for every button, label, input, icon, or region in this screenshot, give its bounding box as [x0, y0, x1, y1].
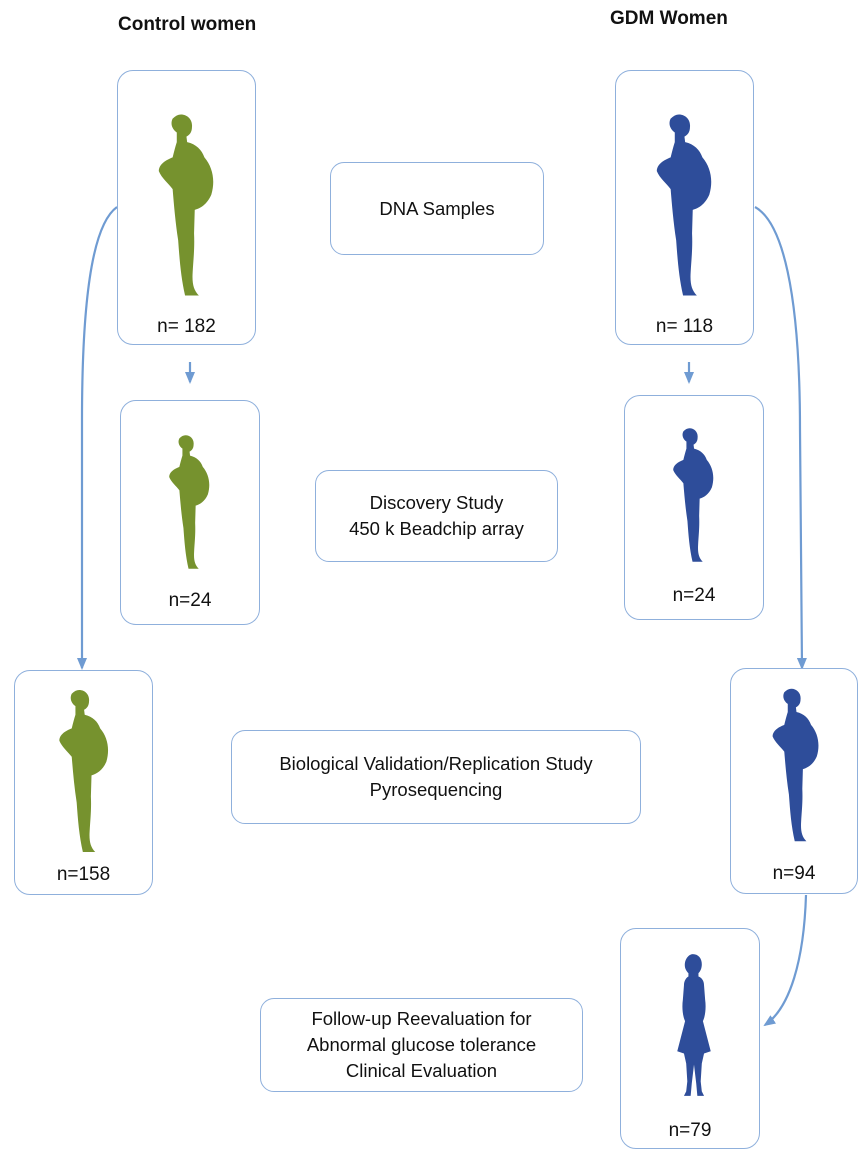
- stage-line: 450 k Beadchip array: [349, 518, 524, 539]
- gdm-followup-count: n=79: [668, 1120, 712, 1141]
- gdm-followup-card: n=79: [620, 928, 760, 1149]
- stage-line: Abnormal glucose tolerance: [306, 1034, 537, 1055]
- woman-silhouette-icon: [677, 954, 711, 1096]
- stage-line: Clinical Evaluation: [345, 1060, 498, 1081]
- gdm-women-header: GDM Women: [610, 8, 728, 29]
- stage-line: DNA Samples: [379, 197, 495, 219]
- pregnant-woman-silhouette-icon: [59, 690, 109, 852]
- control-women-header: Control women: [118, 14, 257, 35]
- control-discovery-card: n=24: [120, 400, 260, 625]
- control-validation-card: n=158: [14, 670, 153, 895]
- discovery-study-box: Discovery Study 450 k Beadchip array: [315, 470, 558, 562]
- gdm-discovery-count: n=24: [672, 585, 716, 606]
- pregnant-woman-silhouette-icon: [772, 688, 819, 842]
- control-dna-card: n= 182: [117, 70, 256, 345]
- pregnant-woman-silhouette-icon: [656, 114, 712, 296]
- pregnant-woman-silhouette-icon: [673, 428, 714, 562]
- control-validation-arrow: [77, 206, 118, 670]
- gdm-discovery-card: n=24: [624, 395, 764, 620]
- control-validation-count: n=158: [56, 864, 111, 885]
- followup-evaluation-box: Follow-up Reevaluation for Abnormal gluc…: [260, 998, 583, 1092]
- pregnant-woman-silhouette-icon: [158, 114, 214, 296]
- stage-line: Follow-up Reevaluation for: [311, 1008, 532, 1029]
- control-discovery-count: n=24: [168, 590, 212, 611]
- gdm-validation-count: n=94: [772, 863, 816, 884]
- gdm-followup-arrow: [763, 894, 808, 1027]
- pregnant-woman-silhouette-icon: [169, 435, 210, 569]
- gdm-validation-arrow: [754, 206, 807, 670]
- validation-study-box: Biological Validation/Replication Study …: [231, 730, 641, 824]
- stage-line: Biological Validation/Replication Study: [279, 753, 593, 774]
- dna-samples-box: DNA Samples: [330, 162, 544, 255]
- gdm-dna-count: n= 118: [655, 316, 714, 337]
- stage-line: Discovery Study: [369, 492, 504, 513]
- gdm-dna-card: n= 118: [615, 70, 754, 345]
- control-dna-count: n= 182: [157, 316, 216, 337]
- stage-line: Pyrosequencing: [369, 779, 503, 800]
- gdm-validation-card: n=94: [730, 668, 858, 894]
